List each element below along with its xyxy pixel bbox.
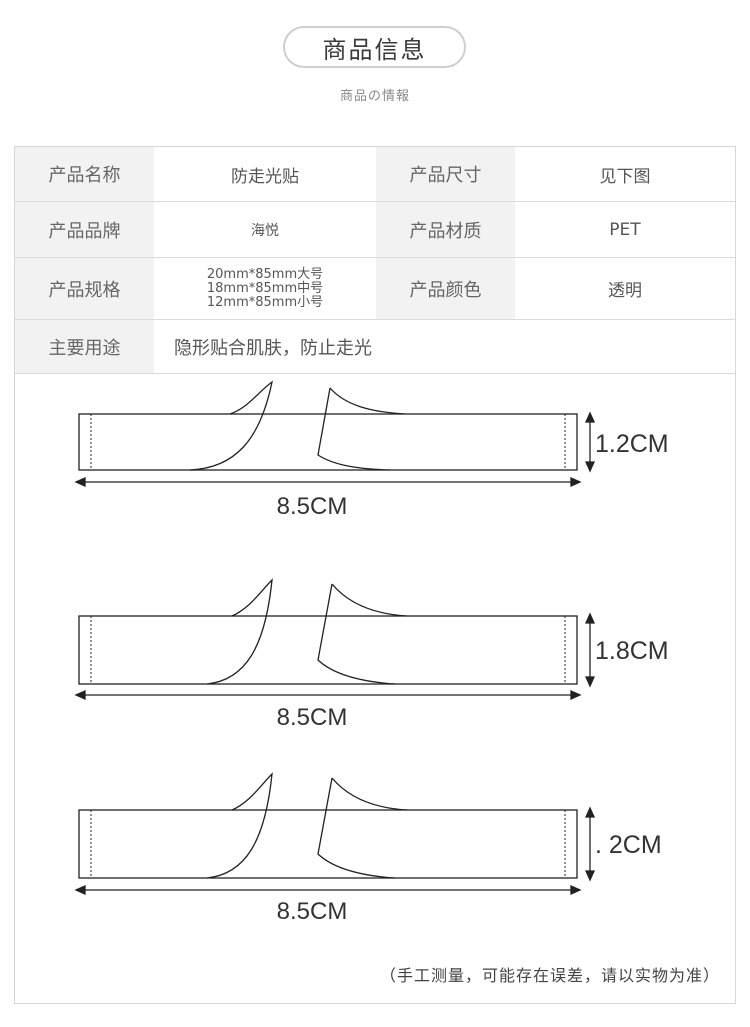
width-label: 8.5CM [276,704,348,731]
table-row: 产品规格 20mm*85mm大号 18mm*85mm中号 12mm*85mm小号… [15,257,735,320]
width-label: 8.5CM [276,898,348,925]
strip-drawing [74,380,596,488]
value-product-name: 防走光贴 [154,147,376,202]
value-brand: 海悦 [154,201,376,258]
width-label: 8.5CM [276,493,348,520]
section-subtitle: 商品の情報 [339,89,410,104]
spec-line-medium: 18mm*85mm中号 [206,280,324,296]
value-material: PET [515,201,735,258]
size-diagram-1: 8.5CM 1.2CM [60,380,700,530]
spec-line-small: 12mm*85mm小号 [206,294,324,310]
table-row: 产品品牌 海悦 产品材质 PET [15,201,735,258]
table-row: 产品名称 防走光贴 产品尺寸 见下图 [15,147,735,202]
label-color: 产品颜色 [376,257,515,320]
section-title: 商品信息 [283,26,466,68]
strip-drawing [74,772,596,896]
value-color: 透明 [515,257,735,320]
label-product-size: 产品尺寸 [376,147,515,202]
size-diagram-2: 8.5CM 1.8CM [60,578,700,731]
label-usage: 主要用途 [15,319,154,374]
spec-table: 产品名称 防走光贴 产品尺寸 见下图 产品品牌 海悦 产品材质 PET 产品规格… [15,147,735,374]
content-frame [14,146,736,1004]
spec-line-large: 20mm*85mm大号 [206,266,324,282]
value-spec: 20mm*85mm大号 18mm*85mm中号 12mm*85mm小号 [154,257,376,320]
table-row: 主要用途 隐形贴合肌肤，防止走光 [15,319,735,374]
label-material: 产品材质 [376,201,515,258]
label-spec: 产品规格 [15,257,154,320]
label-brand: 产品品牌 [15,201,154,258]
label-product-name: 产品名称 [15,147,154,202]
strip-drawing [74,578,596,701]
height-label: 1.2CM [595,430,669,458]
height-label: 1.8CM [595,637,669,665]
measurement-disclaimer: （手工测量，可能存在误差，请以实物为准） [379,966,720,985]
value-product-size: 见下图 [515,147,735,202]
value-usage: 隐形贴合肌肤，防止走光 [154,319,735,374]
size-diagram-3: 8.5CM . 2CM [60,772,700,925]
height-label: . 2CM [595,831,662,859]
